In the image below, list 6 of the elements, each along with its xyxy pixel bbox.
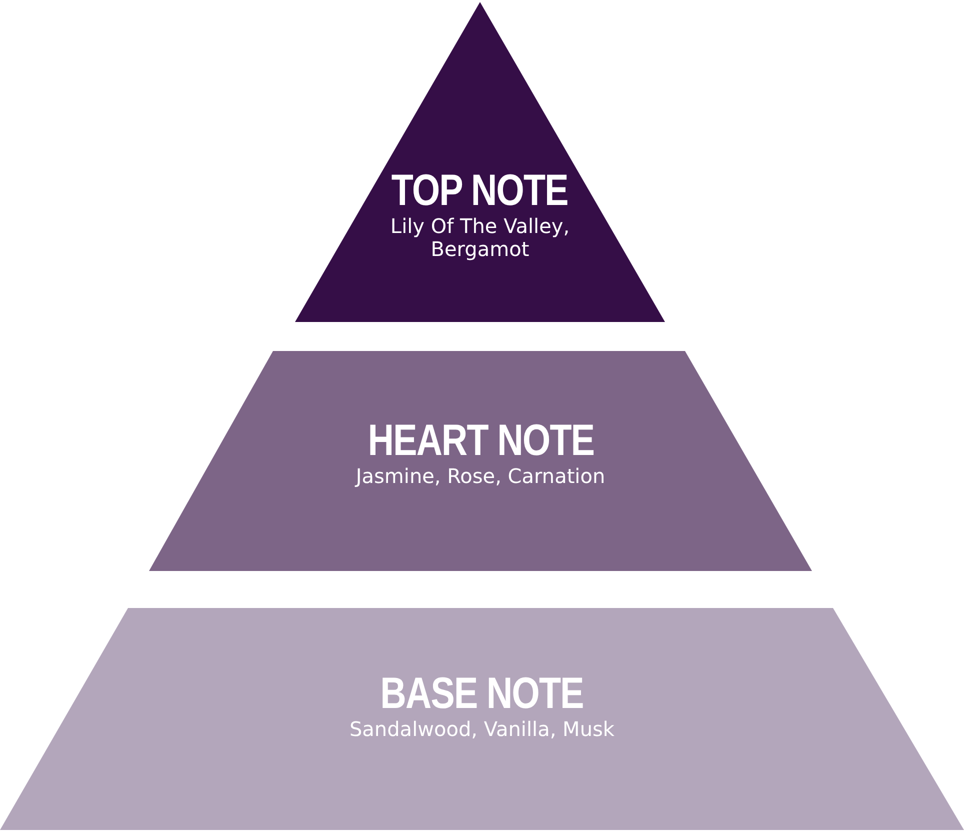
tier-heading: HEART NOTE [367, 417, 594, 466]
tier-heading: BASE NOTE [380, 670, 584, 718]
tier-notes: Sandalwood, Vanilla, Musk [349, 718, 614, 742]
tier-heading: TOP NOTE [392, 167, 568, 216]
tier-notes: Lily Of The Valley, Bergamot [389, 215, 571, 262]
tier-notes: Jasmine, Rose, Carnation [356, 465, 606, 488]
